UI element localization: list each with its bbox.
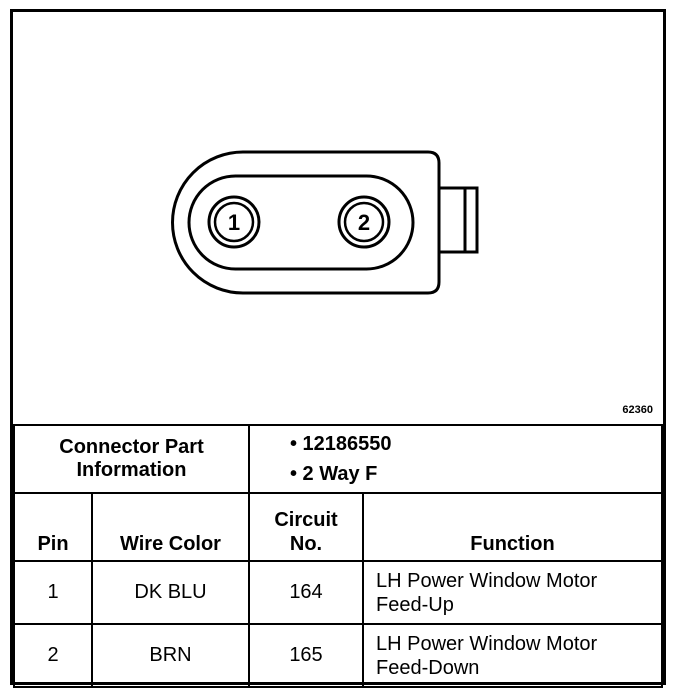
row-pin: 1: [13, 560, 93, 625]
row-circuit: 164: [248, 560, 364, 625]
row-wire-color: BRN: [91, 623, 250, 688]
part-info-row: Connector Part Information • 12186550 • …: [13, 424, 663, 494]
pin-2-label: 2: [358, 210, 370, 235]
connector-lock-tab: [439, 186, 479, 254]
pin-2-cavity: 2: [337, 195, 391, 249]
header-function: Function: [362, 492, 663, 562]
connector-inner-oval: [187, 174, 415, 271]
row-pin: 2: [13, 623, 93, 688]
header-circuit: Circuit No.: [248, 492, 364, 562]
header-pin: Pin: [13, 492, 93, 562]
connector-body: [171, 150, 441, 295]
connector-description: • 2 Way F: [290, 463, 378, 485]
part-info-values: • 12186550 • 2 Way F: [248, 424, 663, 494]
connector-diagram: 1 2: [171, 150, 479, 295]
header-wire-color: Wire Color: [91, 492, 250, 562]
connector-info-table: Connector Part Information • 12186550 • …: [13, 424, 663, 688]
part-number: • 12186550: [290, 433, 392, 455]
table-row: 1 DK BLU 164 LH Power Window Motor Feed-…: [13, 560, 663, 625]
pin-1-label: 1: [228, 210, 240, 235]
row-wire-color: DK BLU: [91, 560, 250, 625]
column-header-row: Pin Wire Color Circuit No. Function: [13, 492, 663, 562]
row-function: LH Power Window Motor Feed-Down: [362, 623, 663, 688]
pin-1-cavity: 1: [207, 195, 261, 249]
row-circuit: 165: [248, 623, 364, 688]
figure-id: 62360: [622, 404, 653, 416]
connector-frame: 1 2 62360 Connector Part Information • 1…: [10, 9, 666, 688]
table-row: 2 BRN 165 LH Power Window Motor Feed-Dow…: [13, 623, 663, 688]
row-function: LH Power Window Motor Feed-Up: [362, 560, 663, 625]
part-info-label: Connector Part Information: [13, 424, 250, 494]
